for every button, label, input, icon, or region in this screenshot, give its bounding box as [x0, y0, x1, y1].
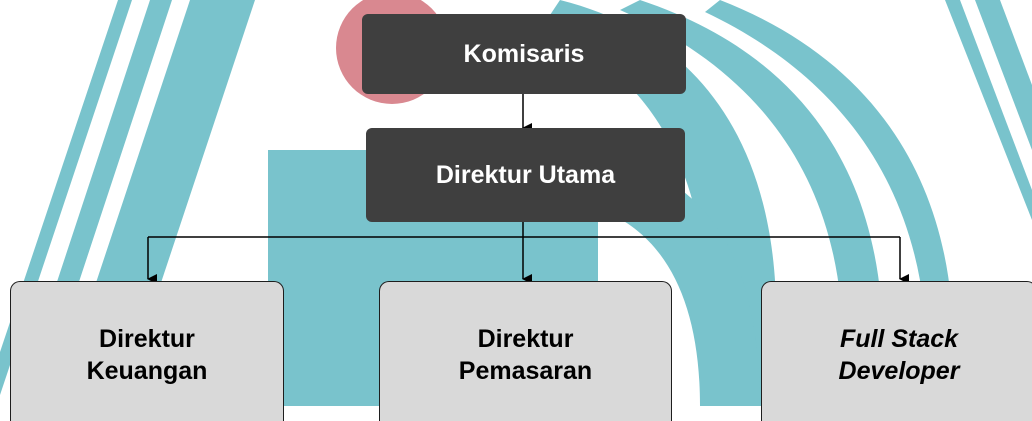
node-direktur-utama-label: Direktur Utama	[435, 161, 616, 189]
node-komisaris-label: Komisaris	[463, 40, 585, 68]
node-direktur-pemasaran-line1: Direktur	[477, 324, 574, 353]
node-direktur-pemasaran: Direktur Pemasaran	[379, 281, 672, 421]
node-direktur-pemasaran-line2: Pemasaran	[458, 356, 593, 385]
node-direktur-utama: Direktur Utama	[366, 128, 685, 222]
node-full-stack-developer: Full Stack Developer	[761, 281, 1032, 421]
node-full-stack-developer-line2: Developer	[838, 356, 960, 385]
node-direktur-keuangan-line1: Direktur	[99, 324, 195, 353]
node-komisaris: Komisaris	[362, 14, 686, 94]
connector-lines	[147, 94, 909, 284]
node-full-stack-developer-line1: Full Stack	[839, 324, 959, 353]
node-direktur-keuangan-line2: Keuangan	[86, 356, 208, 385]
node-direktur-keuangan: Direktur Keuangan	[10, 281, 284, 421]
